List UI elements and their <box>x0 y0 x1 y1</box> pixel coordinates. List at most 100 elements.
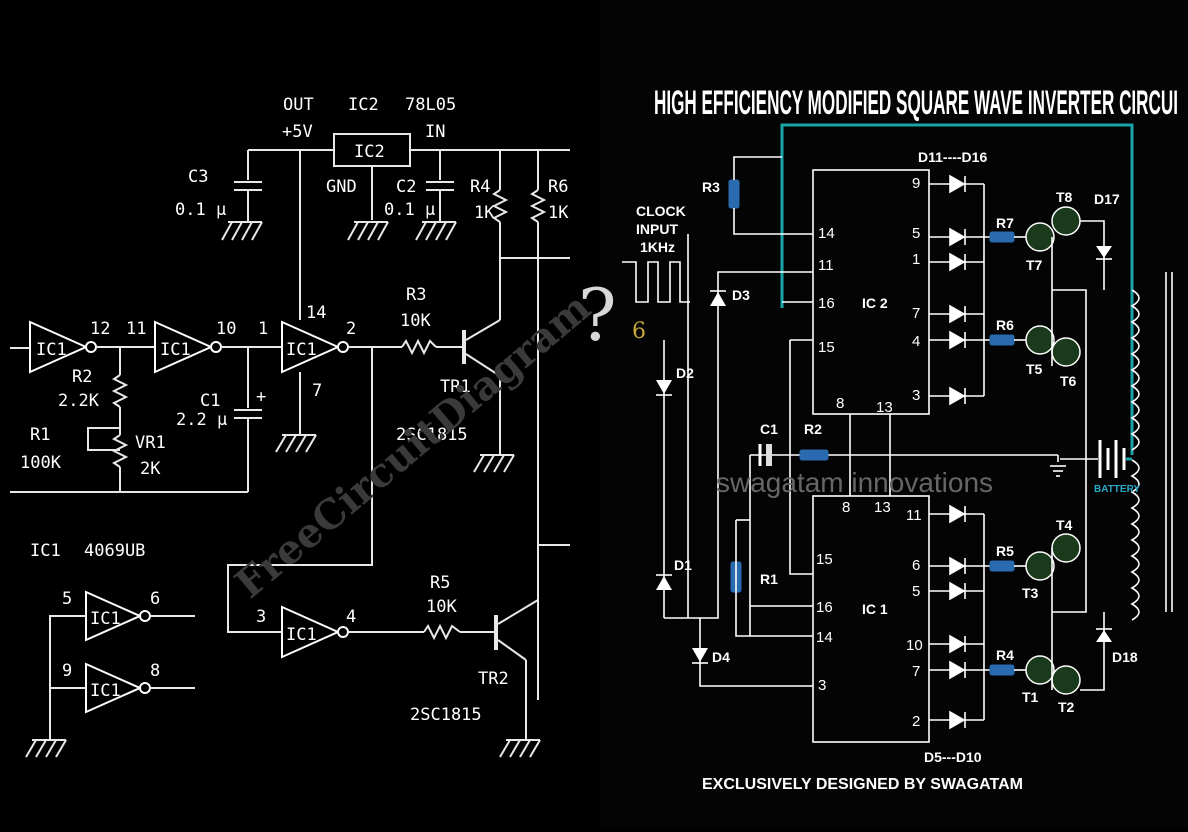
label-in: IN <box>425 122 445 142</box>
pin-10: 10 <box>216 319 236 339</box>
label-r6: R6 <box>548 177 568 197</box>
resistor-r6 <box>989 334 1015 346</box>
watermark-swagatam: swagatam innovations <box>716 467 993 498</box>
pin-11: 11 <box>126 319 146 339</box>
ic1-pin-7: 7 <box>912 663 920 680</box>
resistor-r4 <box>989 664 1015 676</box>
label-t1: T1 <box>1022 689 1039 705</box>
label-vr1: VR1 <box>135 433 166 453</box>
ic1-label: IC 1 <box>862 601 888 617</box>
gate-label-2: IC1 <box>160 340 191 360</box>
label-tr2-part: 2SC1815 <box>410 705 482 725</box>
ic2-pin-13: 13 <box>876 399 893 416</box>
pin-2: 2 <box>346 319 356 339</box>
ic1-pin-14: 14 <box>816 629 833 646</box>
diode-d17 <box>1096 246 1112 258</box>
label-r7: R7 <box>996 215 1014 231</box>
label-c3-value: 0.1 µ <box>175 200 226 220</box>
pin-6: 6 <box>150 589 160 609</box>
ic2-pin-4: 4 <box>912 333 920 350</box>
transistor-t4 <box>1051 533 1081 563</box>
label-r3: R3 <box>702 179 720 195</box>
ic2-pin-7: 7 <box>912 305 920 322</box>
transistor-t2 <box>1051 665 1081 695</box>
ic1-pin-3: 3 <box>818 677 826 694</box>
label-d17: D17 <box>1094 191 1120 207</box>
gate-label-6: IC1 <box>90 681 121 701</box>
label-d3: D3 <box>732 287 750 303</box>
transistor-t3 <box>1025 551 1055 581</box>
transistor-t1 <box>1025 655 1055 685</box>
pin-12: 12 <box>90 319 110 339</box>
label-c2: C2 <box>396 177 416 197</box>
pin-14: 14 <box>306 303 326 323</box>
label-c3: C3 <box>188 167 208 187</box>
label-r2-value: 2.2K <box>58 391 100 411</box>
label-1khz: 1KHz <box>640 239 675 255</box>
label-c1-plus: + <box>256 387 266 407</box>
battery-symbol <box>1060 440 1132 478</box>
label-t5: T5 <box>1026 361 1043 377</box>
scribble-mark: 6 <box>632 319 646 344</box>
label-r2: R2 <box>72 367 92 387</box>
ic1-pin-11: 11 <box>906 507 922 524</box>
diode-d3 <box>710 292 726 306</box>
diode-ic2-1 <box>929 252 984 272</box>
ic1-pin-6: 6 <box>912 557 920 574</box>
diode-ic1-6 <box>929 556 990 576</box>
pin-4: 4 <box>346 607 356 627</box>
label-ic2: IC2 <box>348 95 379 115</box>
label-gnd: GND <box>326 177 357 197</box>
label-5v: +5V <box>282 122 313 142</box>
label-c1: C1 <box>760 421 778 437</box>
label-d18: D18 <box>1112 649 1138 665</box>
label-78l05: 78L05 <box>405 95 456 115</box>
pin-3: 3 <box>256 607 266 627</box>
label-c2-value: 0.1 µ <box>384 200 435 220</box>
ic2-box <box>812 169 930 415</box>
right-schematic: HIGH EFFICIENCY MODIFIED SQUARE WAVE INV… <box>622 84 1178 793</box>
label-d5-d10: D5---D10 <box>924 749 982 765</box>
gate-label-5: IC1 <box>90 609 121 629</box>
pin-8: 8 <box>150 661 160 681</box>
diagram-title: HIGH EFFICIENCY MODIFIED SQUARE WAVE INV… <box>654 84 1178 122</box>
label-r1: R1 <box>760 571 778 587</box>
ic2-pin-3: 3 <box>912 387 920 404</box>
label-r6: R6 <box>996 317 1014 333</box>
pin-1: 1 <box>258 319 268 339</box>
ic2-pin-8: 8 <box>836 395 844 412</box>
capacitor-c1 <box>766 444 772 466</box>
pin-5: 5 <box>62 589 72 609</box>
label-t3: T3 <box>1022 585 1039 601</box>
label-tr1: TR1 <box>440 377 471 397</box>
pin-7: 7 <box>312 381 322 401</box>
ic2-pin-5: 5 <box>912 225 920 242</box>
ic2-pin-1: 1 <box>912 251 920 268</box>
label-t4: T4 <box>1056 517 1073 533</box>
label-vr1-value: 2K <box>140 459 161 479</box>
resistor-r2 <box>799 449 829 461</box>
label-t2: T2 <box>1058 699 1075 715</box>
diode-d18 <box>1096 630 1112 642</box>
diode-ic2-7 <box>929 304 984 324</box>
diode-ic1-11 <box>929 504 984 524</box>
diode-ic1-2 <box>929 710 984 730</box>
diode-d1 <box>656 576 672 590</box>
ic2-pin-11: 11 <box>818 257 834 274</box>
ic2-pin-14: 14 <box>818 225 835 242</box>
ic1-box <box>812 495 930 743</box>
label-ic1: IC1 <box>30 541 61 561</box>
ic1-pin-10: 10 <box>906 637 923 654</box>
diode-ic1-7 <box>929 660 990 680</box>
ic1-pin-8: 8 <box>842 499 850 516</box>
label-r3: R3 <box>406 285 426 305</box>
diode-ic2-9 <box>929 174 984 194</box>
label-r5: R5 <box>996 543 1014 559</box>
ic2-pin-9: 9 <box>912 175 920 192</box>
ic2-pin-15: 15 <box>818 339 835 356</box>
gate-label-3: IC1 <box>286 340 317 360</box>
label-t6: T6 <box>1060 373 1077 389</box>
pin-9: 9 <box>62 661 72 681</box>
transistor-t8 <box>1051 206 1081 236</box>
transistor-t6 <box>1051 337 1081 367</box>
